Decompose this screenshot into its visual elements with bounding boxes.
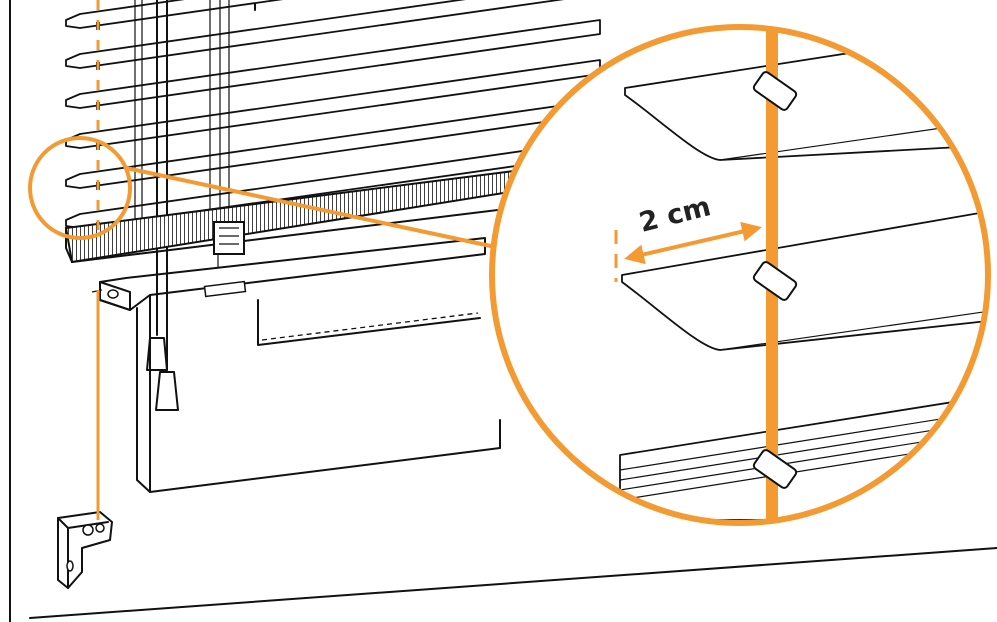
- zoom-detail: [489, 24, 991, 526]
- blind-slat: [65, 0, 284, 29]
- blind-slat: [65, 19, 601, 109]
- mounting-bracket: [57, 511, 113, 589]
- blind-slats: [65, 0, 601, 230]
- window-sash: [136, 299, 501, 493]
- blind-slat: [65, 59, 601, 149]
- cord-tassels: [146, 337, 179, 411]
- magnifier-source-circle: [28, 136, 501, 250]
- tilt-mechanism: [213, 221, 245, 255]
- head-rail: [91, 237, 486, 311]
- blind-slat: [65, 0, 565, 69]
- double-arrow-icon: [624, 221, 762, 265]
